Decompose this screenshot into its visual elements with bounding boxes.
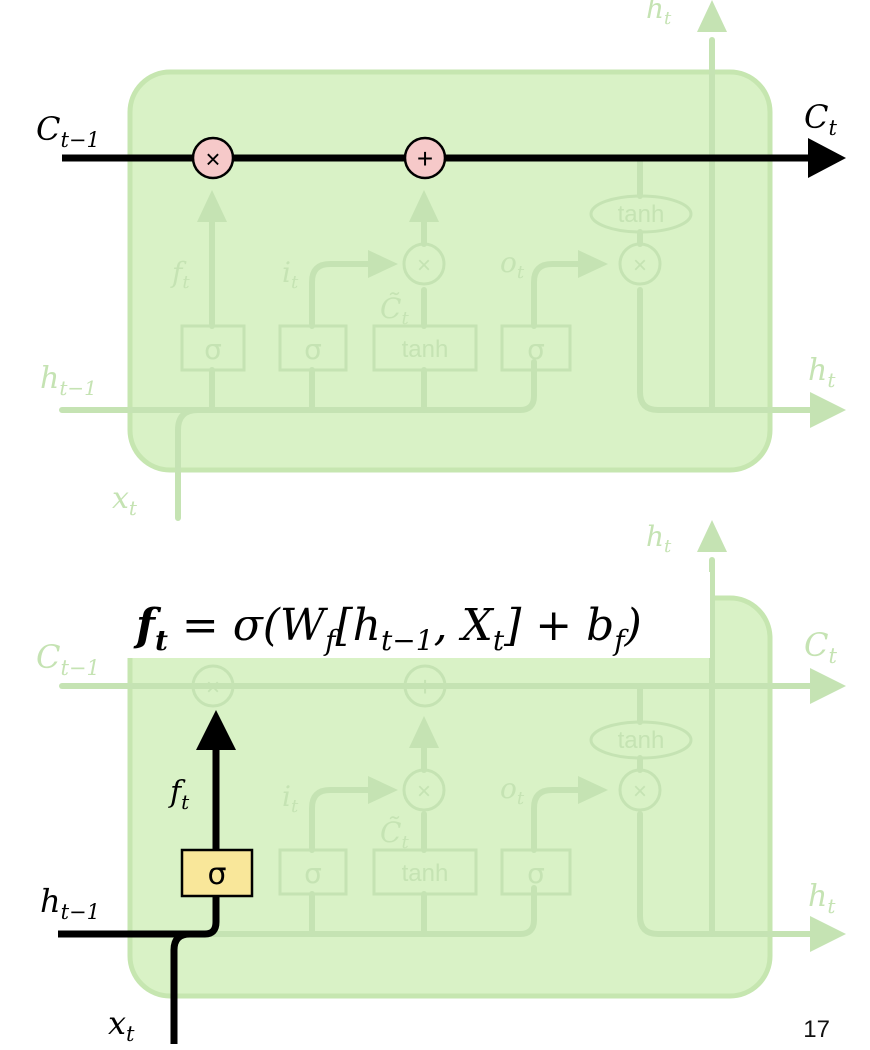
top-input-multiply-label: × xyxy=(417,252,431,279)
bottom-faint-paths xyxy=(59,557,813,937)
top-ctilde-label: C̃t xyxy=(380,292,409,329)
bottom-faint-ops-text: tanh tanh × + × × xyxy=(206,671,664,887)
bottom-gate-boxes xyxy=(191,664,693,896)
bottom-output-multiply-circle xyxy=(618,768,662,812)
bottom-cout-label: Ct xyxy=(804,626,837,668)
top-input-sigma-box xyxy=(278,324,348,372)
top-output-sigma-box xyxy=(500,324,572,372)
top-cout-label: Ct xyxy=(804,98,837,140)
top-multiply-op-label: × xyxy=(205,144,220,174)
bottom-ctilde-label: C̃t xyxy=(380,816,409,853)
top-faint-ops xyxy=(402,194,693,286)
top-input-multiply-circle xyxy=(402,242,446,286)
top-input-sigma-label: σ xyxy=(304,333,322,366)
formula-background xyxy=(112,572,710,658)
forget-gate-sigma-box xyxy=(180,848,254,898)
top-output-multiply-circle xyxy=(618,242,662,286)
bottom-tanh-ellipse xyxy=(589,720,693,760)
top-i-label: it xyxy=(282,256,299,293)
bottom-tanh-ellipse-label: tanh xyxy=(618,727,665,754)
top-faint-labels: ft it C̃t ot ht−1 ht ht xt xyxy=(40,0,836,520)
forget-gate-output-arrowhead xyxy=(196,710,236,750)
bottom-add-faint-circle xyxy=(403,664,447,708)
top-faint-arrowheads xyxy=(197,0,846,428)
top-hout-label: ht xyxy=(808,353,836,392)
bottom-faint-labels: Ct−1 Ct it C̃t ot ht ht xyxy=(36,520,837,918)
top-forget-sigma-box xyxy=(180,324,246,372)
bottom-i-label: it xyxy=(282,780,299,817)
top-faint-op-text: σ σ σ xyxy=(204,333,545,366)
top-output-sigma-label: σ xyxy=(527,333,545,366)
bottom-faint-sigma-text: σ σ xyxy=(304,857,545,890)
top-faint-paths xyxy=(59,37,813,521)
bottom-output-sigma-box xyxy=(500,848,572,896)
bottom-faint-arrowheads xyxy=(368,520,846,952)
top-cprev-label: Ct−1 xyxy=(36,110,100,152)
top-forget-sigma-label: σ xyxy=(204,333,222,366)
top-output-multiply-label: × xyxy=(633,252,647,279)
top-add-op-label: + xyxy=(417,143,433,174)
top-cell: σ σ σ tanh tanh × × ft it C̃t ot ht−1 ht… xyxy=(36,0,846,521)
bottom-htop-label: ht xyxy=(646,520,672,557)
top-multiply-op-circle xyxy=(191,136,235,180)
top-tanh-ellipse-label: tanh xyxy=(618,201,665,228)
top-add-op-circle xyxy=(403,136,447,180)
bottom-tanh-box xyxy=(372,848,478,896)
top-tanh-box-label: tanh xyxy=(402,336,449,363)
bottom-tanh-box-label: tanh xyxy=(402,860,449,887)
top-htop-label: ht xyxy=(646,0,672,29)
bottom-hout-label: ht xyxy=(808,879,836,918)
forget-gate-sigma-label: σ xyxy=(207,857,226,892)
bottom-cell: σ σ tanh tanh × + × × Ct−1 Ct it C̃t ot … xyxy=(36,520,846,1046)
forget-gate-formula: ft = σ(Wf[ht−1, Xt] + bf) xyxy=(133,600,642,657)
bottom-o-label: ot xyxy=(500,772,525,809)
top-hprev-label: ht−1 xyxy=(40,361,97,400)
bottom-cprev-label: Ct−1 xyxy=(36,638,100,680)
bottom-hprev-label: ht−1 xyxy=(40,882,100,924)
bottom-output-multiply-label: × xyxy=(633,778,647,805)
top-x-label: xt xyxy=(112,481,138,520)
bottom-input-multiply-circle xyxy=(402,768,446,812)
top-gate-boxes xyxy=(180,324,572,372)
top-tanh-box xyxy=(372,324,478,372)
top-faint-ops-text2: tanh tanh × × xyxy=(402,201,665,363)
bottom-multiply-faint-label: × xyxy=(206,674,220,701)
bottom-input-multiply-label: × xyxy=(417,778,431,805)
top-tanh-ellipse xyxy=(589,194,693,234)
page-number: 17 xyxy=(803,1016,830,1043)
bottom-add-faint-label: + xyxy=(417,671,433,702)
top-o-label: ot xyxy=(500,246,525,283)
bottom-input-sigma-box xyxy=(278,848,348,896)
bottom-output-sigma-label: σ xyxy=(527,857,545,890)
top-cell-state-arrowhead xyxy=(808,138,846,178)
bottom-x-label: xt xyxy=(108,1004,135,1046)
bottom-input-sigma-label: σ xyxy=(304,857,322,890)
bottom-multiply-faint-circle xyxy=(191,664,235,708)
bottom-active-paths xyxy=(58,748,220,1044)
